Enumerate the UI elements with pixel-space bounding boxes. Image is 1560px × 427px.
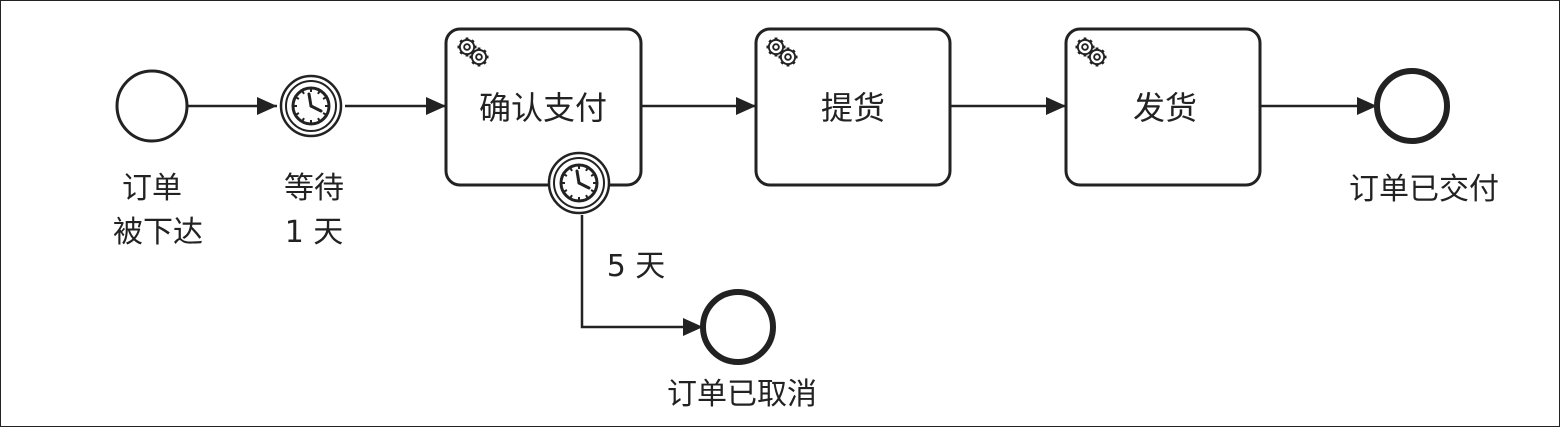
boundary-timer-event[interactable] (547, 151, 611, 215)
task-confirm-payment-label: 确认支付 (479, 89, 607, 127)
clock-icon (547, 151, 611, 215)
end-event-delivered-label: 订单已交付 (1349, 172, 1499, 207)
boundary-timer-label: 5 天 (607, 249, 666, 284)
start-event-label-line1: 订单 (122, 171, 182, 206)
start-event[interactable] (115, 69, 189, 143)
task-ship[interactable] (1064, 27, 1262, 187)
task-ship-label: 发货 (1133, 89, 1197, 127)
timer-wait-label-line1: 等待 (284, 171, 344, 206)
timer-wait-label-line2: 1 天 (285, 215, 344, 250)
sequence-flows (188, 97, 1377, 336)
end-event-cancelled-label: 订单已取消 (667, 377, 817, 412)
flow-timeout-to-cancel[interactable] (580, 215, 703, 336)
task-pickup-label: 提货 (821, 89, 885, 127)
task-pickup[interactable] (754, 27, 952, 187)
start-event-label-line2: 被下达 (113, 215, 203, 250)
timer-wait-event[interactable] (279, 74, 343, 138)
task-confirm-payment[interactable] (444, 27, 643, 187)
end-event-delivered[interactable] (1374, 68, 1450, 144)
end-event-cancelled[interactable] (700, 289, 776, 365)
clock-icon (279, 74, 343, 138)
